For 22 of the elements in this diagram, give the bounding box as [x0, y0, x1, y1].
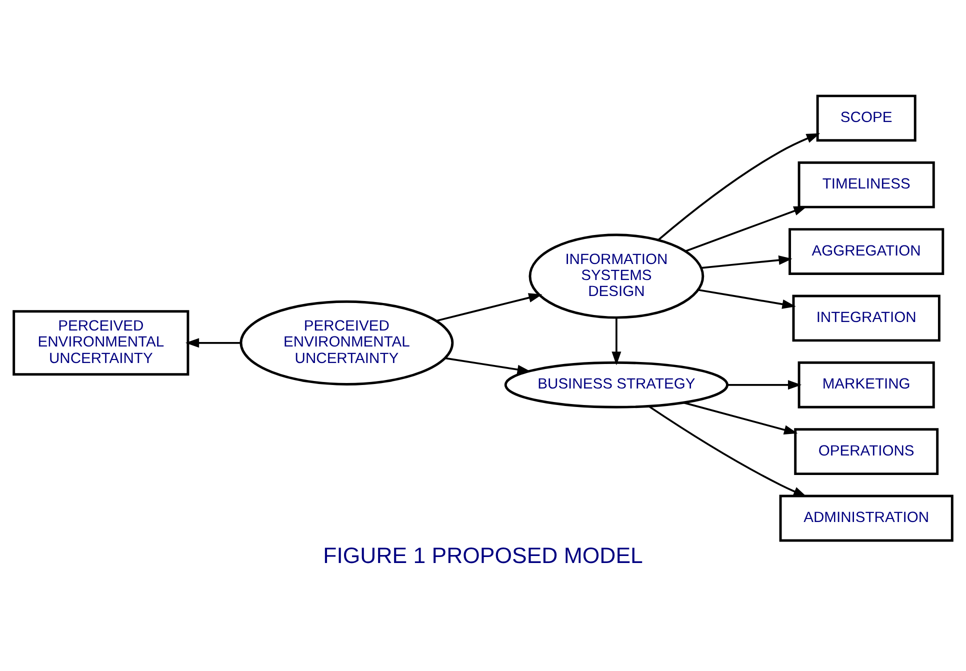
- arrow: [728, 380, 802, 390]
- caption: FIGURE 1 PROPOSED MODEL: [323, 543, 643, 568]
- arrow: [445, 357, 531, 374]
- node-box: ADMINISTRATION: [779, 494, 954, 542]
- node-box: PERCEIVED ENVIRONMENTAL UNCERTAINTY: [12, 310, 190, 376]
- arrow: [683, 402, 798, 434]
- arrow: [612, 317, 622, 366]
- arrow: [658, 133, 820, 241]
- node-ellipse: BUSINESS STRATEGY: [504, 361, 728, 408]
- arrow: [436, 293, 542, 322]
- node-box: SCOPE: [816, 94, 916, 142]
- node-box: OPERATIONS: [794, 428, 939, 476]
- node-box: TIMELINESS: [798, 161, 935, 208]
- node-ellipse: PERCEIVED ENVIRONMENTAL UNCERTAINTY: [240, 300, 454, 386]
- arrow: [684, 206, 808, 252]
- arrow: [648, 406, 808, 497]
- node-box: AGGREGATION: [788, 228, 944, 275]
- arrow: [185, 338, 241, 348]
- arrow: [698, 288, 796, 309]
- arrow: [701, 255, 792, 269]
- node-box: INTEGRATION: [792, 294, 940, 342]
- node-box: MARKETING: [798, 361, 935, 408]
